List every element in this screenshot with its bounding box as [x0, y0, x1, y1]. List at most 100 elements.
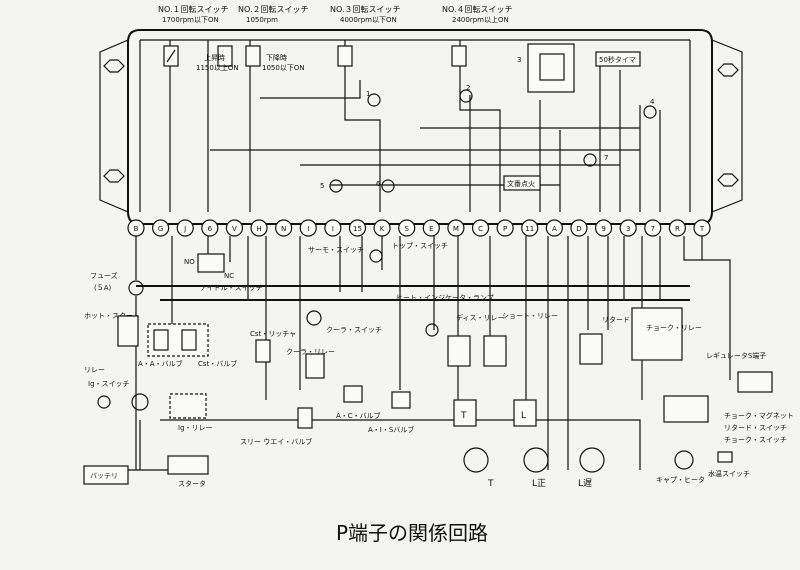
choke-magnet-label: チョーク・マグネット [724, 411, 794, 420]
ais-valve-symbol [391, 391, 411, 409]
switch-2-cond: 1050rpm [246, 16, 278, 24]
terminal-label: D [576, 225, 581, 233]
terminal-label: P [503, 225, 507, 233]
terminal-circle [496, 219, 514, 237]
internal-wires-left [169, 40, 251, 212]
distributor-t [463, 447, 489, 473]
switch-4-name: NO.４回転スイッチ [442, 5, 513, 14]
relay-coil [539, 53, 565, 81]
terminal-circle [668, 219, 686, 237]
dist-l-chi-label: L遅 [578, 478, 592, 489]
terminal-circle [275, 219, 293, 237]
idle-nc: NC [224, 272, 234, 280]
ac-valve-label: A・C・バルブ [336, 411, 381, 420]
aa-valve-label: A・A・バルブ [138, 359, 183, 368]
terminal-circle [619, 219, 637, 237]
transistor-5 [329, 179, 343, 193]
label-2: 2 [466, 84, 470, 92]
bunpai-box [503, 175, 541, 191]
terminal-circle [594, 219, 613, 237]
terminal-label: C [478, 225, 483, 233]
distributor-l-chi [579, 447, 605, 473]
label-5: 5 [320, 182, 324, 190]
hot-start-label: ホット・スタート [84, 311, 140, 320]
terminal-label: 11 [525, 225, 534, 233]
label-4: 4 [650, 98, 655, 106]
terminal-label: E [429, 225, 433, 233]
retard-relay-label: リタード・リレー [602, 315, 658, 324]
ig-switch-body [131, 393, 149, 411]
l-coil-symbol [513, 399, 537, 427]
terminal-circle [521, 219, 539, 237]
distributor-l-sei [523, 447, 549, 473]
right-bolt-upper [717, 63, 739, 77]
ac-valve-symbol [343, 385, 363, 403]
terminal-circle [324, 219, 342, 237]
fuse-label: フューズ [90, 271, 118, 280]
internal-wires-right [420, 40, 691, 212]
dist-t-label: T [487, 479, 494, 489]
label-6: 6 [376, 180, 381, 188]
terminal-label: R [675, 225, 680, 233]
cap-heater-symbol [674, 450, 694, 470]
battery-symbol [83, 465, 129, 485]
cooler-switch-symbol [306, 310, 322, 326]
left-bolt-upper [103, 59, 125, 73]
switch-3-name: NO.３回転スイッチ [330, 5, 401, 14]
hot-start-relay [117, 315, 139, 347]
terminal-circle [422, 219, 440, 237]
fuse-rating: (５A) [94, 284, 112, 292]
rpm-switch-3 [337, 45, 353, 67]
switch-2-name: NO.２回転スイッチ [238, 5, 309, 14]
three-way-label: スリー ウエイ・バルブ [240, 437, 312, 446]
heat-indicator-lamp [425, 323, 439, 337]
page-title: P端子の関係回路 [336, 521, 488, 545]
terminal-circle [447, 219, 465, 237]
starter-label: スタータ [178, 479, 206, 488]
terminal-circle [176, 219, 194, 237]
wire-mid-group [339, 236, 491, 400]
cst-richer-label: Cst・リッチャ [250, 330, 296, 338]
dis-relay-symbol [447, 335, 471, 367]
terminal-label: 9 [601, 225, 605, 233]
top-switch-label: トップ・スイッチ [392, 242, 448, 250]
switch-3-cond: 4000rpm以下ON [340, 16, 397, 24]
transistor-4 [643, 105, 657, 119]
label-1: 1 [366, 90, 370, 98]
terminal-label: I [307, 225, 309, 233]
switch-1-cond: 1700rpm以下ON [162, 16, 219, 24]
terminal-label: M [453, 225, 459, 233]
t-coil-label: T [460, 411, 467, 421]
label-7: 7 [604, 154, 608, 162]
rise-label: 上昇時 [204, 53, 225, 62]
wire-right-group [525, 236, 731, 470]
terminal-label: H [256, 225, 261, 233]
terminal-circle [348, 219, 367, 237]
right-flange [711, 39, 743, 213]
fuse-symbol [128, 280, 144, 296]
terminal-label: K [380, 225, 385, 233]
terminal-label: J [183, 225, 186, 233]
transistor-1 [367, 93, 381, 107]
rpm-switch-1-contact [166, 49, 176, 63]
starter-symbol [167, 455, 209, 475]
internal-bus-top [139, 39, 690, 212]
rpm-switch-4 [451, 45, 467, 67]
cooler-switch-label: クーラ・スイッチ [326, 326, 382, 334]
fall-cond: 1050以下ON [262, 64, 305, 72]
dis-relay-label: ディス・リレー [456, 313, 505, 322]
aa-valve-symbol [153, 329, 169, 351]
terminal-label: A [552, 225, 557, 233]
terminal-circle [225, 219, 244, 237]
internal-wires-mid [344, 40, 501, 212]
choke-switch-label: チョーク・スイッチ [724, 436, 787, 444]
cst-valve-symbol [181, 329, 197, 351]
cst-richer-symbol [255, 339, 271, 363]
l-coil-label: L [521, 411, 526, 421]
terminal-circle [471, 219, 490, 237]
idle-switch-box [197, 253, 225, 273]
ig-relay-symbol [169, 393, 207, 419]
ig-switch-symbol [97, 395, 111, 409]
